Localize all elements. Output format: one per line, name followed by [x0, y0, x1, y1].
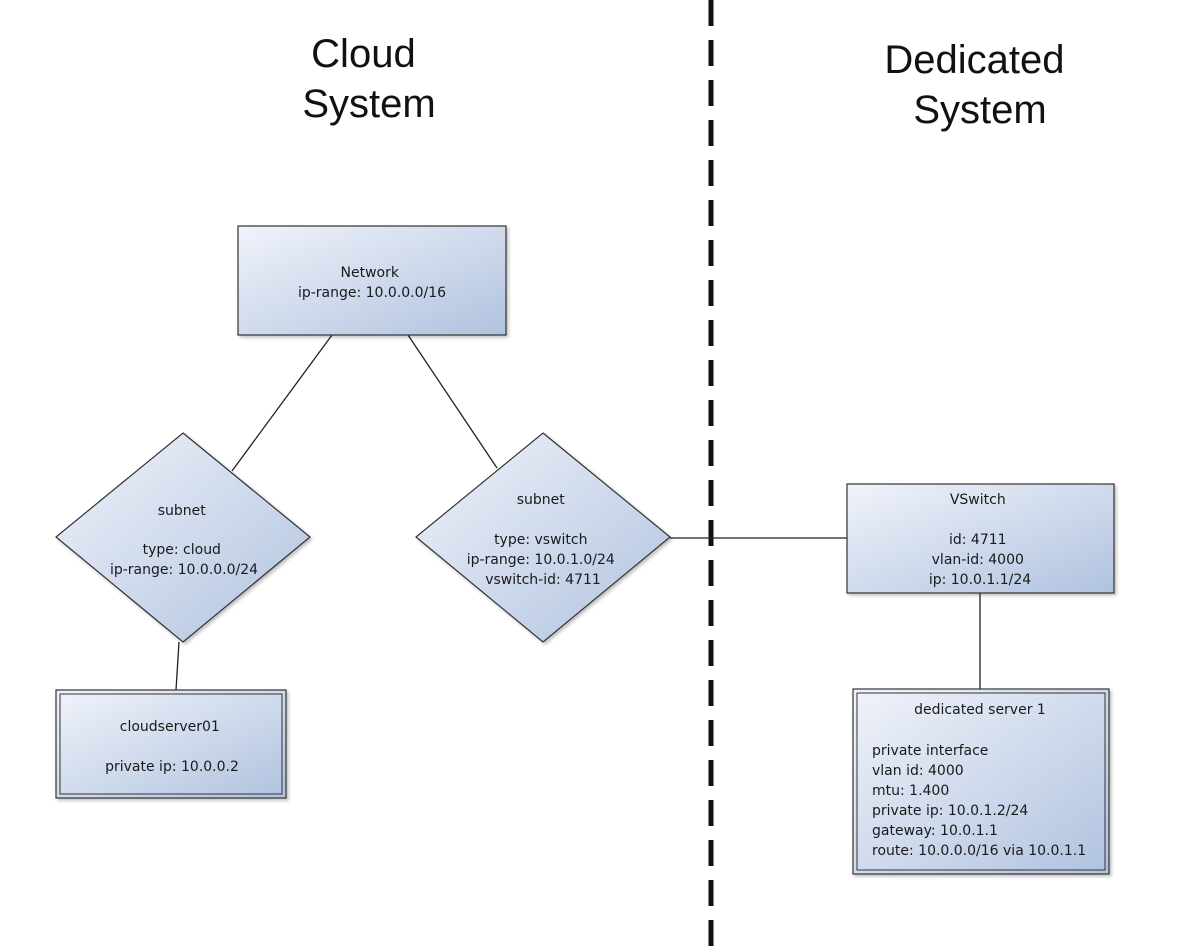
dedicated-title-line-2: System [913, 88, 1046, 132]
svg-text:VSwitch id: 4711 v: VSwitch id: 4711 vlan-id: 4000 ip: 10.0.… [929, 492, 1031, 588]
dedicated-server-line-2: vlan id: 4000 [872, 763, 964, 779]
subnet-cloud-line-2: ip-range: 10.0.0.0/24 [110, 562, 258, 578]
dedicated-server-line-4: private ip: 10.0.1.2/24 [872, 803, 1028, 819]
edge-network-subnet-vswitch [407, 334, 498, 469]
cloudserver-node: cloudserver01 private ip: 10.0.0.2 [55, 689, 287, 799]
svg-text:Network ip-range: 10.0.0: Network ip-range: 10.0.0.0/16 [298, 265, 446, 301]
svg-text:subnet type: vswitch: subnet type: vswitch ip-range: 10.0.1.0/… [467, 492, 620, 588]
svg-text:private interface vlan i: private interface vlan id: 4000 mtu: 1.4… [872, 743, 1086, 859]
edge-network-subnet-cloud [231, 334, 333, 472]
dedicated-server-line-1: private interface [872, 743, 988, 759]
edge-subnet-cloud-cloudserver [175, 641, 180, 691]
network-node-line: ip-range: 10.0.0.0/16 [298, 285, 446, 301]
vswitch-line-2: vlan-id: 4000 [932, 552, 1024, 568]
subnet-vswitch-node: subnet type: vswitch ip-range: 10.0.1.0/… [415, 432, 671, 643]
vswitch-line-3: ip: 10.0.1.1/24 [929, 572, 1031, 588]
vswitch-title: VSwitch [950, 492, 1006, 508]
svg-text:subnet type: cloud: subnet type: cloud ip-range: 10.0.0.0/24 [110, 503, 258, 578]
network-node-title: Network [341, 265, 400, 281]
subnet-vswitch-line-3: vswitch-id: 4711 [485, 572, 601, 588]
network-node: Network ip-range: 10.0.0.0/16 [237, 225, 507, 336]
cloudserver-line-1: private ip: 10.0.0.2 [105, 759, 239, 775]
dedicated-title-line-1: Dedicated [884, 38, 1064, 82]
dedicated-server-line-5: gateway: 10.0.1.1 [872, 823, 998, 839]
cloud-title-line-1: Cloud [311, 32, 416, 76]
dedicated-server-line-3: mtu: 1.400 [872, 783, 949, 799]
cloud-system-title: Cloud System [302, 32, 435, 126]
dedicated-server-node: dedicated server 1 private interface vla… [852, 688, 1110, 875]
dedicated-server-line-6: route: 10.0.0.0/16 via 10.0.1.1 [872, 843, 1086, 859]
subnet-vswitch-line-2: ip-range: 10.0.1.0/24 [467, 552, 615, 568]
subnet-cloud-title: subnet [158, 503, 207, 519]
svg-text:dedicated server 1: dedicated server 1 [914, 702, 1046, 718]
dedicated-system-title: Dedicated System [884, 38, 1075, 132]
dedicated-server-title: dedicated server 1 [914, 702, 1046, 718]
subnet-cloud-line-1: type: cloud [143, 542, 221, 558]
subnet-cloud-node: subnet type: cloud ip-range: 10.0.0.0/24 [55, 432, 311, 643]
svg-text:cloudserver01 private ip: cloudserver01 private ip: 10.0.0.2 [105, 719, 239, 775]
vswitch-node: VSwitch id: 4711 vlan-id: 4000 ip: 10.0.… [846, 483, 1115, 594]
subnet-vswitch-title: subnet [517, 492, 566, 508]
cloudserver-title: cloudserver01 [120, 719, 220, 735]
cloud-title-line-2: System [302, 82, 435, 126]
vswitch-line-1: id: 4711 [949, 532, 1007, 548]
subnet-vswitch-line-1: type: vswitch [494, 532, 587, 548]
